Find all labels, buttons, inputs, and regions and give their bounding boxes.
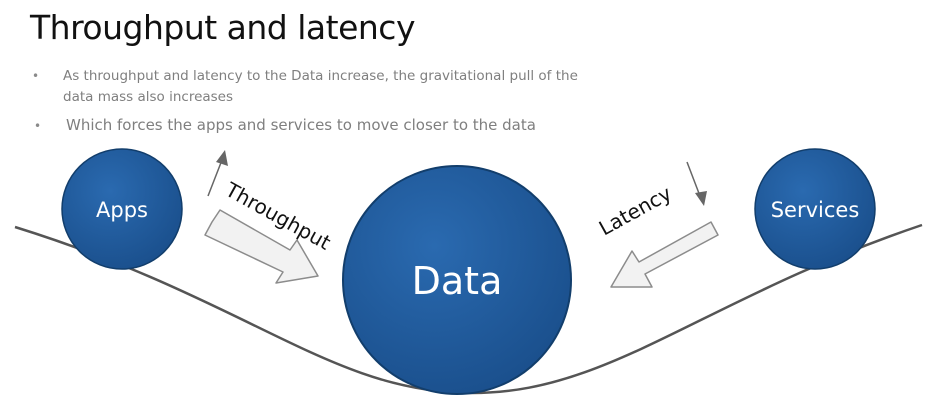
throughput-up-arrowhead-icon [216, 150, 228, 166]
bullet-dot-icon: • [34, 119, 42, 133]
data-circle [342, 165, 572, 395]
apps-label: Apps [96, 198, 148, 222]
latency-arrow-icon [610, 221, 719, 288]
throughput-arrow-icon [204, 209, 319, 284]
latency-down-line [686, 161, 701, 197]
services-label: Services [771, 198, 860, 222]
throughput-up-line [207, 159, 223, 197]
bullet-list: • As throughput and latency to the Data … [30, 66, 630, 136]
bullet-item: • As throughput and latency to the Data … [30, 66, 603, 108]
bullet-dot-icon: • [32, 69, 40, 83]
latency-down-arrowhead-icon [695, 191, 707, 206]
services-circle [754, 148, 876, 270]
slide-title: Throughput and latency [30, 8, 415, 47]
apps-circle [61, 148, 183, 270]
bullet-text: As throughput and latency to the Data in… [63, 68, 578, 105]
data-label: Data [412, 259, 503, 303]
bullet-text: Which forces the apps and services to mo… [66, 116, 536, 134]
bullet-item: • Which forces the apps and services to … [30, 115, 630, 136]
latency-label: Latency [595, 181, 676, 240]
